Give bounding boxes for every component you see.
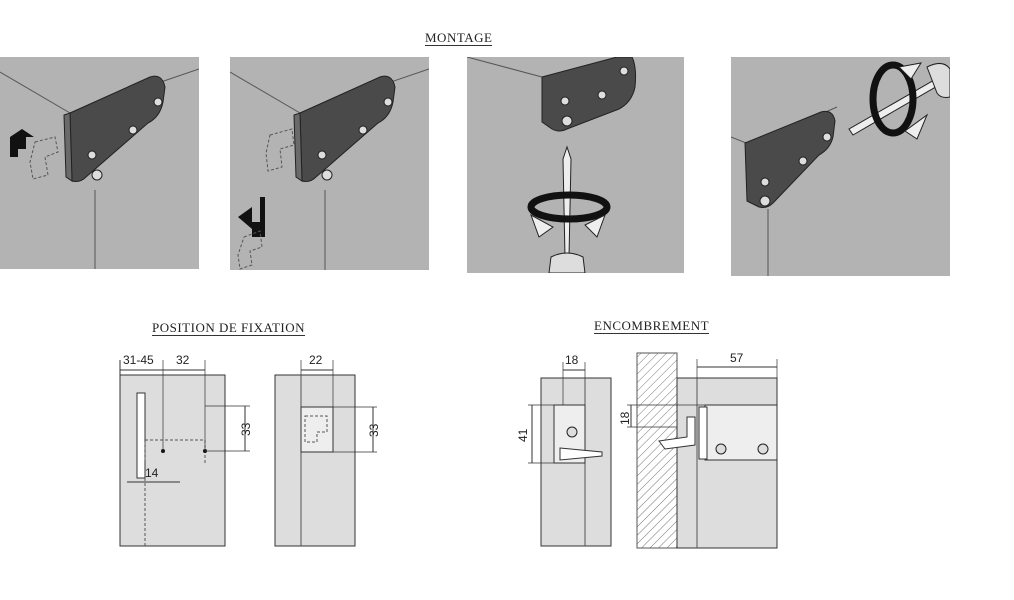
screwdriver-icon — [562, 145, 572, 258]
screw-icon — [597, 90, 607, 100]
screw-icon — [153, 97, 163, 107]
screw-icon — [715, 443, 727, 455]
fixation-drawing-front: 22 33 — [274, 353, 381, 547]
dim-18b-label: 18 — [618, 411, 632, 425]
screw-icon — [757, 443, 769, 455]
position-de-fixation-title: POSITION DE FIXATION — [152, 320, 305, 336]
dim-33-label: 33 — [239, 422, 253, 436]
dim-22-label: 22 — [309, 353, 323, 367]
screw-icon — [128, 125, 138, 135]
rotation-arrow-icon — [527, 191, 611, 223]
dim-41-label: 41 — [516, 428, 530, 442]
dim-57-label: 57 — [730, 351, 744, 365]
screw-icon — [321, 169, 333, 181]
rotation-arrow-icon — [869, 61, 917, 137]
screw-icon — [759, 195, 771, 207]
montage-step-2 — [230, 57, 429, 270]
screw-icon — [317, 150, 327, 160]
montage-step-4 — [731, 57, 950, 276]
screw-icon — [566, 426, 578, 438]
dim-18-label: 18 — [565, 353, 579, 367]
encombrement-title: ENCOMBREMENT — [594, 318, 710, 334]
arrow-down-icon — [238, 197, 265, 237]
screw-icon — [822, 132, 832, 142]
screw-icon — [87, 150, 97, 160]
screw-icon — [383, 97, 393, 107]
arrow-up-icon — [10, 129, 34, 157]
screw-icon — [560, 96, 570, 106]
encombrement-drawing-front: 18 41 — [516, 353, 612, 547]
montage-step-1 — [0, 57, 199, 269]
screw-icon — [561, 115, 573, 127]
dim-14-label: 14 — [145, 466, 159, 480]
montage-title: MONTAGE — [425, 30, 493, 46]
screw-icon — [798, 156, 808, 166]
dim-32-label: 32 — [176, 353, 190, 367]
screwdriver-icon — [848, 78, 940, 136]
screw-icon — [91, 169, 103, 181]
screw-icon — [760, 177, 770, 187]
fixation-drawing-side: 31-45 32 33 14 — [119, 353, 253, 547]
dim-33b-label: 33 — [367, 423, 381, 437]
dim-31-45-label: 31-45 — [123, 353, 154, 367]
screw-icon — [619, 66, 629, 76]
montage-step-3 — [467, 57, 684, 273]
encombrement-drawing-side: 57 18 — [618, 351, 778, 549]
screw-icon — [358, 125, 368, 135]
